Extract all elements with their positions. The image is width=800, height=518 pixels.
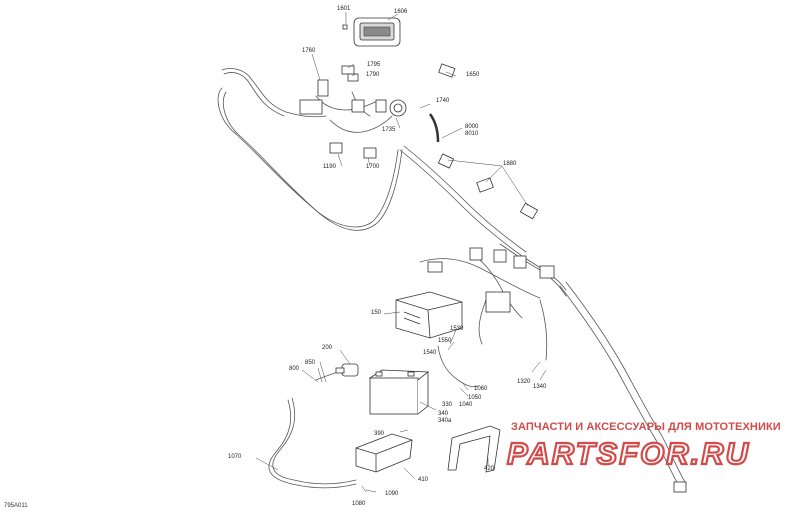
callout-1040: 1040 <box>459 402 473 408</box>
right-harness-cable <box>559 285 681 489</box>
callout-1790: 1790 <box>366 72 380 78</box>
callout-1735: 1735 <box>382 127 396 133</box>
battery-tray <box>355 433 413 473</box>
callout-1760: 1760 <box>302 48 316 54</box>
main-harness-cable <box>221 68 327 118</box>
watermark-logo: PARTSFOR.RU <box>506 436 750 470</box>
center-harness-cable-b <box>403 145 527 253</box>
callout-1080: 1080 <box>352 501 366 507</box>
relay-1760 <box>317 79 329 97</box>
callout-1530: 1530 <box>450 326 464 332</box>
callout-330: 330 <box>442 402 453 408</box>
battery-negative-cable <box>268 399 357 489</box>
connector-1190 <box>329 142 343 154</box>
callout-1795: 1795 <box>367 62 381 68</box>
voltage-regulator <box>395 291 463 339</box>
callout-420: 420 <box>484 466 495 472</box>
battery-cable-right <box>437 345 479 388</box>
callout-1550: 1550 <box>438 338 452 344</box>
callout-1880: 1880 <box>503 161 517 167</box>
callout-1090: 1090 <box>385 491 399 497</box>
watermark-logo-text: PARTSFOR.RU <box>507 436 750 470</box>
battery-strap <box>447 425 501 473</box>
callout-390: 390 <box>374 431 385 437</box>
digital-gauge-cluster <box>353 17 401 47</box>
callout-1650: 1650 <box>466 72 480 78</box>
callout-8010: 8010 <box>465 131 479 137</box>
callout-1340: 1340 <box>533 384 547 390</box>
connector-1880-a <box>437 153 455 169</box>
connector-1880-b <box>476 177 494 193</box>
callout-1190: 1190 <box>323 164 336 170</box>
callout-1070: 1070 <box>228 454 242 460</box>
callout-1606: 1606 <box>394 9 408 15</box>
watermark-text: ЗАПЧАСТИ И АКСЕССУАРЫ ДЛЯ МОТОТЕХНИКИ <box>511 421 781 433</box>
main-harness-cable-b <box>223 72 285 117</box>
left-loop-cable-b <box>223 91 403 231</box>
callout-200: 200 <box>322 345 333 351</box>
callout-800: 800 <box>289 366 300 372</box>
screw-1601 <box>342 24 348 30</box>
connector-1700 <box>363 147 377 159</box>
connector-1650 <box>438 63 456 78</box>
callout-410: 410 <box>418 477 429 483</box>
callout-340a: 340a <box>438 418 452 424</box>
callout-8000: 8000 <box>465 124 479 130</box>
connector-1790 <box>347 73 359 82</box>
callout-1700: 1700 <box>366 164 380 170</box>
callout-850: 850 <box>305 360 316 366</box>
callout-1740: 1740 <box>436 98 450 104</box>
connector-1795 <box>341 65 355 75</box>
callout-1060: 1060 <box>474 386 488 392</box>
callout-1050: 1050 <box>468 395 482 401</box>
callout-1540: 1540 <box>423 350 437 356</box>
callout-1320: 1320 <box>517 379 531 385</box>
connector-1880-c <box>519 202 539 220</box>
drawing-id: 795A011 <box>4 503 28 509</box>
callout-150: 150 <box>371 310 382 316</box>
starter-solenoid <box>335 363 359 377</box>
callout-1601: 1601 <box>337 6 351 12</box>
right-harness-cable-b <box>565 281 687 485</box>
battery <box>368 369 430 415</box>
callout-340: 340 <box>438 411 449 417</box>
